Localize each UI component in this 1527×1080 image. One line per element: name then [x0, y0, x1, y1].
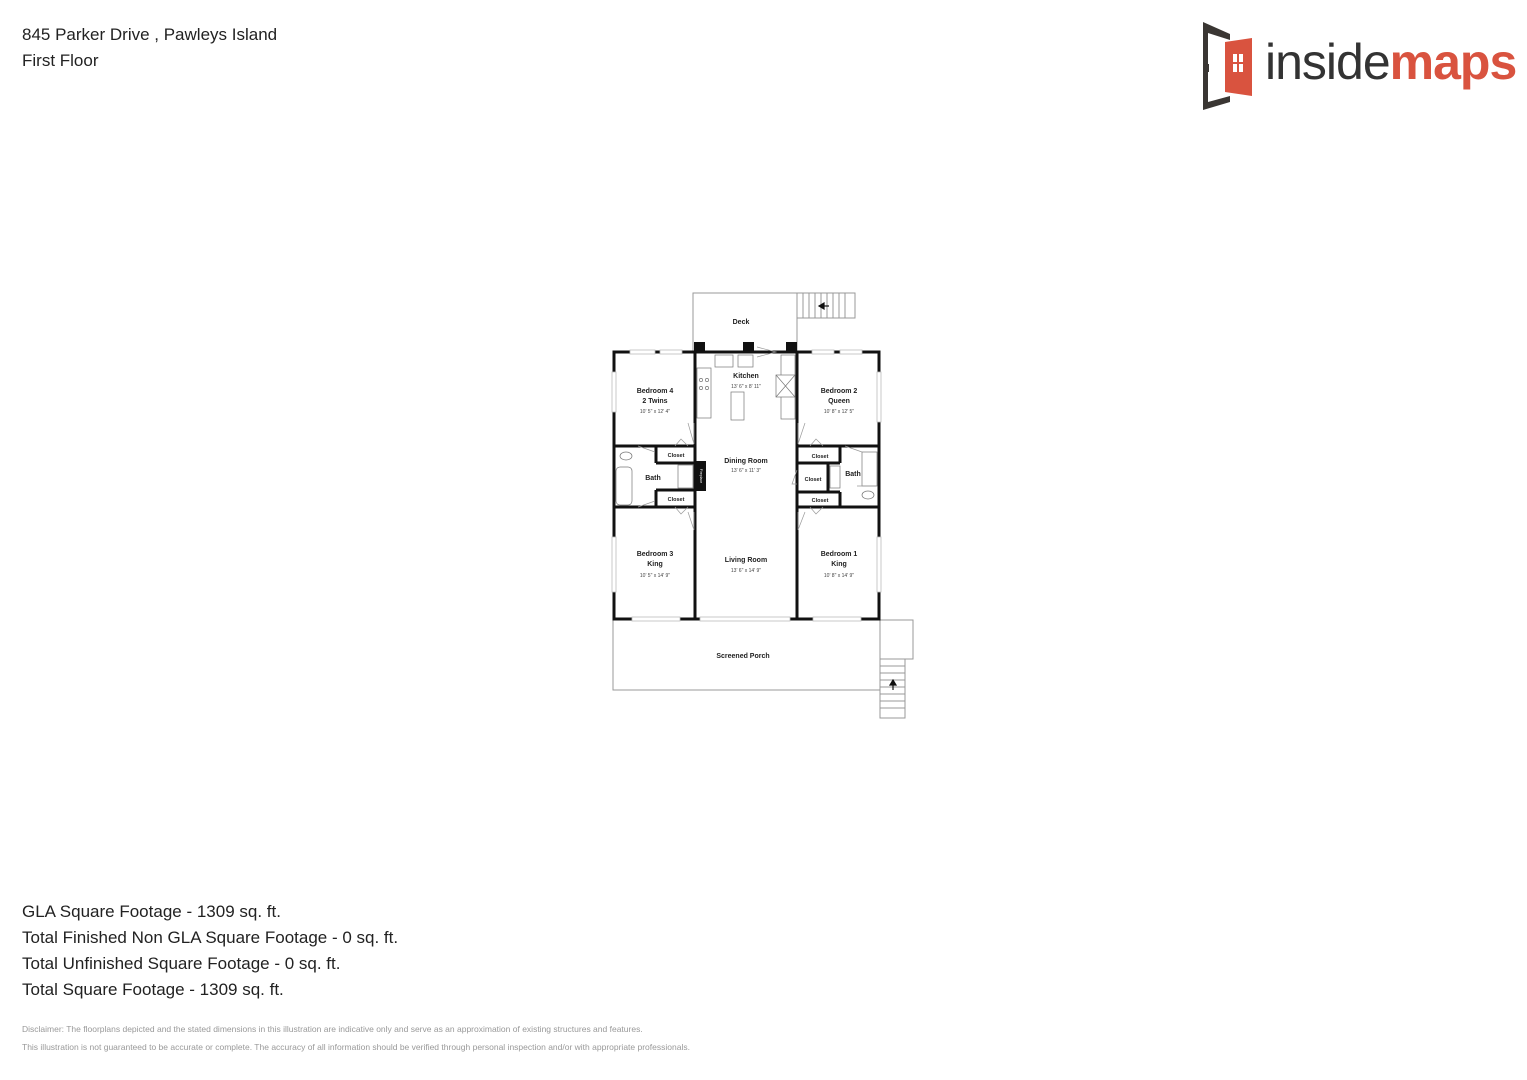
vanity-right — [829, 465, 841, 489]
stat-total: Total Square Footage - 1309 sq. ft. — [22, 980, 284, 999]
pillars — [694, 342, 797, 352]
fixtures — [615, 354, 878, 506]
disclaimer-line-1: Disclaimer: The floorplans depicted and … — [22, 1024, 643, 1034]
shower-right — [861, 451, 878, 487]
room-dining: Dining Room — [724, 458, 768, 465]
deck-stairs — [796, 292, 856, 319]
bedroom3-dims: 10' 5" x 14' 9" — [640, 573, 670, 579]
bedroom1-sub: King — [831, 561, 847, 568]
living-dims: 13' 6" x 14' 9" — [731, 568, 761, 574]
bathtub-left — [615, 466, 633, 506]
room-bedroom3: Bedroom 3 — [637, 551, 674, 558]
bedroom1-dims: 10' 8" x 14' 9" — [824, 573, 854, 579]
closet-label: Closet — [668, 497, 685, 503]
vanity-left — [677, 464, 694, 489]
room-bedroom1: Bedroom 1 — [821, 551, 858, 558]
fireplace-label: Fireplace — [699, 469, 703, 483]
bedroom3-sub: King — [647, 561, 663, 568]
stat-gla: GLA Square Footage - 1309 sq. ft. — [22, 902, 281, 921]
address: 845 Parker Drive , Pawleys Island — [22, 25, 278, 44]
room-bedroom2: Bedroom 2 — [821, 388, 858, 395]
sink — [714, 354, 734, 368]
room-bedroom4: Bedroom 4 — [637, 388, 674, 395]
bedroom4-sub: 2 Twins — [642, 398, 667, 405]
stat-unfinished: Total Unfinished Square Footage - 0 sq. … — [22, 954, 341, 973]
floor-label: First Floor — [22, 51, 99, 70]
counter-left — [696, 367, 712, 419]
room-screened-porch: Screened Porch — [716, 653, 769, 660]
toilet-left — [619, 451, 633, 461]
exterior-structures — [612, 292, 914, 719]
room-bath-right: Bath — [845, 471, 861, 478]
closet-label: Closet — [668, 453, 685, 459]
windows-doors — [611, 349, 882, 622]
room-deck: Deck — [733, 319, 750, 326]
stat-finished-non-gla: Total Finished Non GLA Square Footage - … — [22, 928, 399, 947]
door-swings — [637, 346, 876, 531]
bedroom2-dims: 10' 8" x 12' 5" — [824, 409, 854, 415]
kitchen-dims: 13' 6" x 8' 11" — [731, 384, 761, 390]
door-logo-icon — [1203, 22, 1252, 110]
kitchen-island — [730, 391, 745, 421]
insidemaps-logo: insidemaps — [1200, 20, 1517, 112]
toilet-right — [861, 490, 875, 500]
stair-arrows — [817, 301, 898, 690]
dining-dims: 13' 6" x 11' 3" — [731, 468, 761, 474]
porch-landing — [879, 619, 914, 660]
logo-text-inside: inside — [1265, 34, 1391, 90]
porch-stairs — [879, 658, 906, 719]
logo-text-maps: maps — [1389, 34, 1518, 90]
disclaimer-line-2: This illustration is not guaranteed to b… — [22, 1042, 690, 1052]
closet-label: Closet — [812, 498, 829, 504]
closet-label: Closet — [812, 454, 829, 460]
bedroom4-dims: 10' 5" x 12' 4" — [640, 409, 670, 415]
room-kitchen: Kitchen — [733, 373, 759, 380]
bedroom2-sub: Queen — [828, 398, 850, 405]
closet-label: Closet — [805, 477, 822, 483]
room-living: Living Room — [725, 557, 767, 564]
fireplace: Fireplace — [695, 461, 706, 491]
room-bath-left: Bath — [645, 475, 661, 482]
